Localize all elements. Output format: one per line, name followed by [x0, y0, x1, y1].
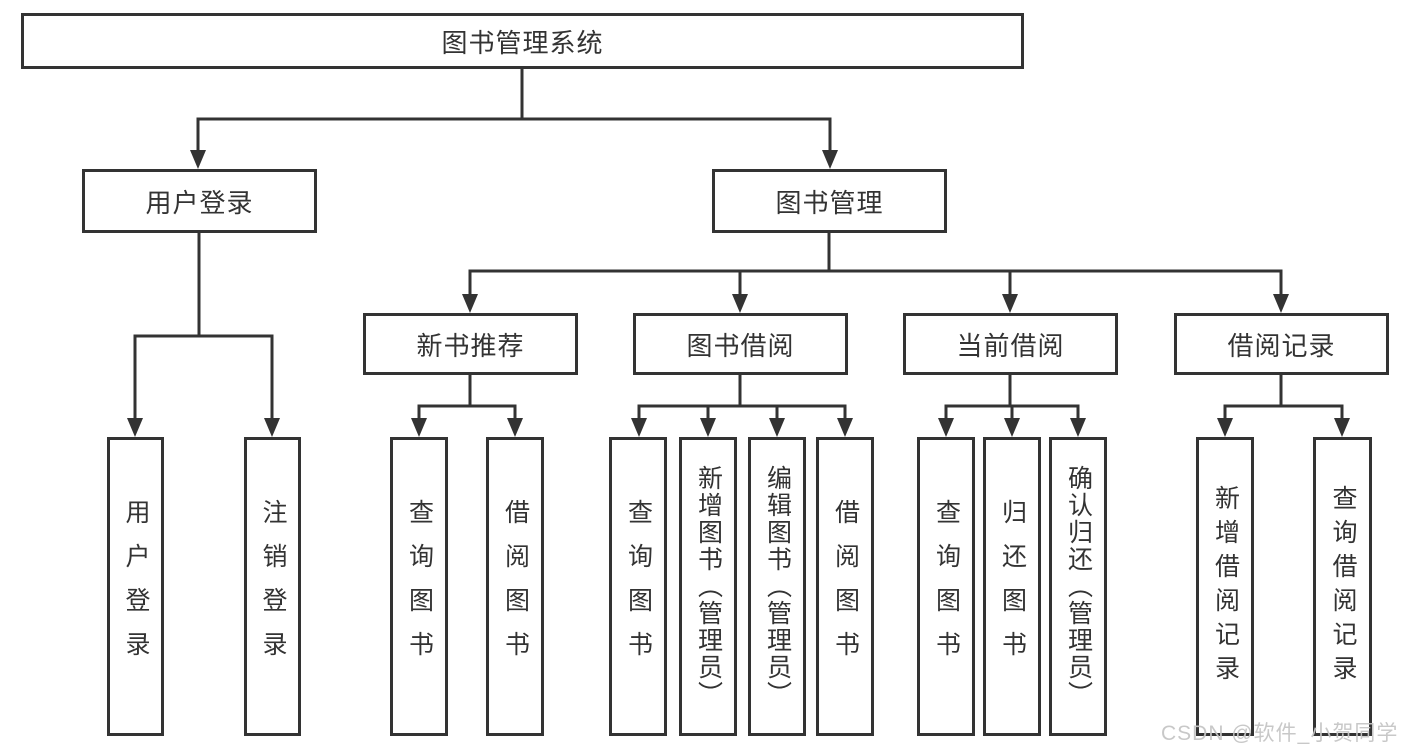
node-borrow-records: 借阅记录 [1174, 313, 1389, 375]
leaf-label: 查询图书 [405, 498, 434, 675]
leaf-borrow-books-recommend: 借阅图书 [486, 437, 544, 736]
leaf-label: 查询借阅记录 [1329, 484, 1357, 689]
node-book-management-branch: 图书管理 [712, 169, 947, 233]
leaf-label: 用户登录 [122, 498, 150, 675]
leaf-edit-books-admin: 编辑图书（管理员） [748, 437, 806, 736]
leaf-label: 归还图书 [998, 498, 1027, 675]
leaf-query-books-current: 查询图书 [917, 437, 975, 736]
node-book-borrow: 图书借阅 [633, 313, 848, 375]
leaf-query-books-recommend: 查询图书 [390, 437, 448, 736]
leaf-add-borrow-record: 新增借阅记录 [1196, 437, 1254, 736]
leaf-borrow-books: 借阅图书 [816, 437, 874, 736]
connector-path [133, 67, 1344, 421]
leaf-user-login: 用户登录 [107, 437, 164, 736]
leaf-label: 借阅图书 [831, 498, 860, 675]
node-root-system: 图书管理系统 [21, 13, 1024, 69]
leaf-label: 编辑图书（管理员） [763, 465, 792, 708]
leaf-add-books-admin: 新增图书（管理员） [679, 437, 737, 736]
node-user-login-branch: 用户登录 [82, 169, 317, 233]
leaf-label: 查询图书 [932, 498, 961, 675]
leaf-label: 借阅图书 [501, 498, 530, 675]
leaf-logout: 注销登录 [244, 437, 301, 736]
leaf-label: 新增借阅记录 [1211, 484, 1240, 689]
leaf-confirm-return-admin: 确认归还（管理员） [1049, 437, 1107, 736]
csdn-watermark: CSDN @软件_小贺同学 [1161, 722, 1399, 745]
leaf-label: 确认归还（管理员） [1064, 465, 1093, 708]
leaf-label: 注销登录 [259, 498, 287, 675]
leaf-query-books-borrow: 查询图书 [609, 437, 667, 736]
leaf-return-books: 归还图书 [983, 437, 1041, 736]
leaf-query-borrow-record: 查询借阅记录 [1313, 437, 1372, 736]
leaf-label: 查询图书 [624, 498, 653, 675]
leaf-label: 新增图书（管理员） [694, 465, 723, 708]
node-current-borrow: 当前借阅 [903, 313, 1118, 375]
node-new-book-recommend: 新书推荐 [363, 313, 578, 375]
